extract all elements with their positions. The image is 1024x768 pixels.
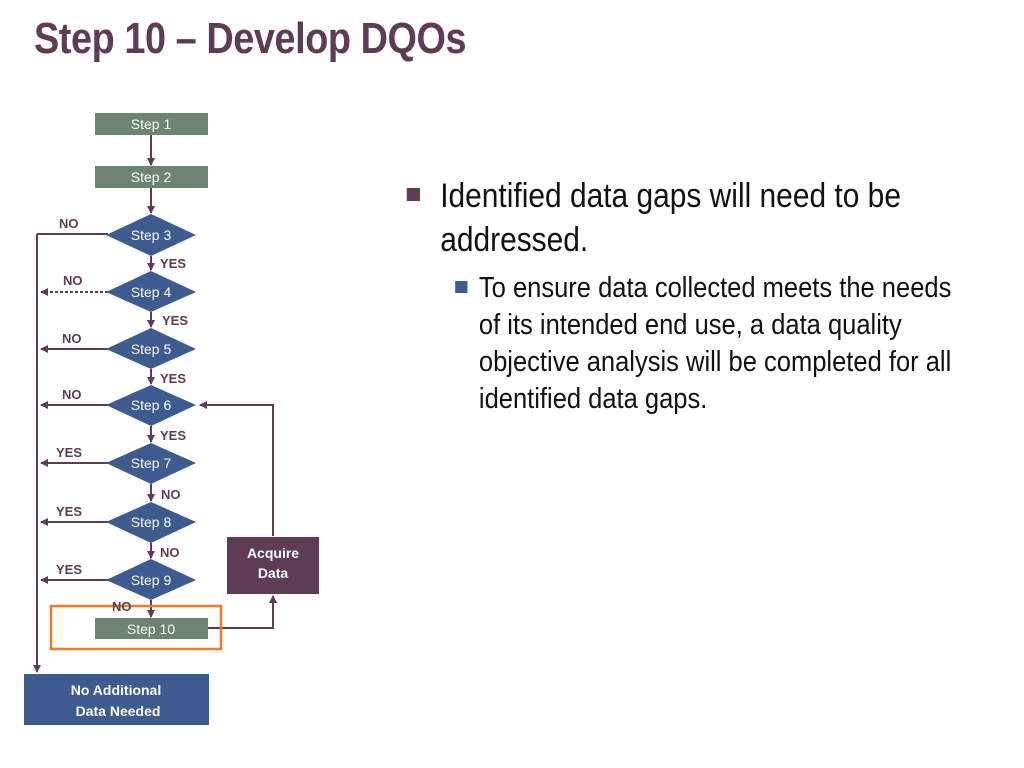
step8-label: Step 8 [131,514,172,530]
step2-box [95,166,208,188]
square-bullet-icon [406,188,420,201]
branch-label-step7-no: NO [161,487,181,502]
step3-label: Step 3 [131,227,172,243]
step10-box [95,618,208,639]
step1-label: Step 1 [131,116,172,132]
branch-label-step9-no: NO [112,599,132,614]
highlight-frame [49,604,223,651]
branch-label-step4-no: NO [63,273,83,288]
page-title: Step 10 – Develop DQOs [34,14,467,63]
branch-label-step7-yes: YES [56,445,82,460]
branch-label-step5-no: NO [62,331,82,346]
line-step10-acquire [208,595,277,629]
step4-diamond [106,271,196,312]
end-label-line1: No Additional [71,682,161,698]
step5-label: Step 5 [131,341,172,357]
step9-label: Step 9 [131,572,172,588]
bullet-list: Identified data gaps will need to be add… [405,174,951,418]
bullet-sub-text: To ensure data collected meets the needs… [478,272,952,415]
branch-label-step8-yes: YES [56,504,82,519]
branch-label-step6-yes: YES [160,428,186,443]
branch-label-step8-no: NO [160,545,180,560]
bullet-main-text: Identified data gaps will need to be add… [440,177,901,259]
square-bullet-icon [455,281,468,293]
step2-label: Step 2 [131,169,172,185]
acquire-label-line1: Acquire [247,545,299,561]
branch-label-step3-yes: YES [160,256,186,271]
acquire-label-line2: Data [258,565,289,581]
line-acquire-step6 [199,401,274,536]
connectors [33,135,277,673]
step6-label: Step 6 [131,397,172,413]
branch-label-step6-no: NO [62,387,82,402]
step6-diamond [106,385,196,426]
bullet-main: Identified data gaps will need to be add… [405,174,933,262]
step9-diamond [106,559,196,600]
step7-label: Step 7 [131,455,172,471]
step7-diamond [106,443,196,484]
branch-label-step5-yes: YES [160,371,186,386]
step5-diamond [106,328,196,369]
step1-box [95,113,208,135]
step4-label: Step 4 [131,284,172,300]
branch-label-step3-no: NO [59,216,79,231]
bullet-sub: To ensure data collected meets the needs… [405,270,963,418]
no-additional-data-box [24,674,209,725]
branch-label-step9-yes: YES [56,562,82,577]
end-label-line2: Data Needed [76,703,161,719]
step3-diamond [106,214,196,256]
step10-label: Step 10 [127,621,175,637]
branch-label-step4-yes: YES [162,313,188,328]
step8-diamond [106,502,196,543]
acquire-data-box [227,537,319,594]
